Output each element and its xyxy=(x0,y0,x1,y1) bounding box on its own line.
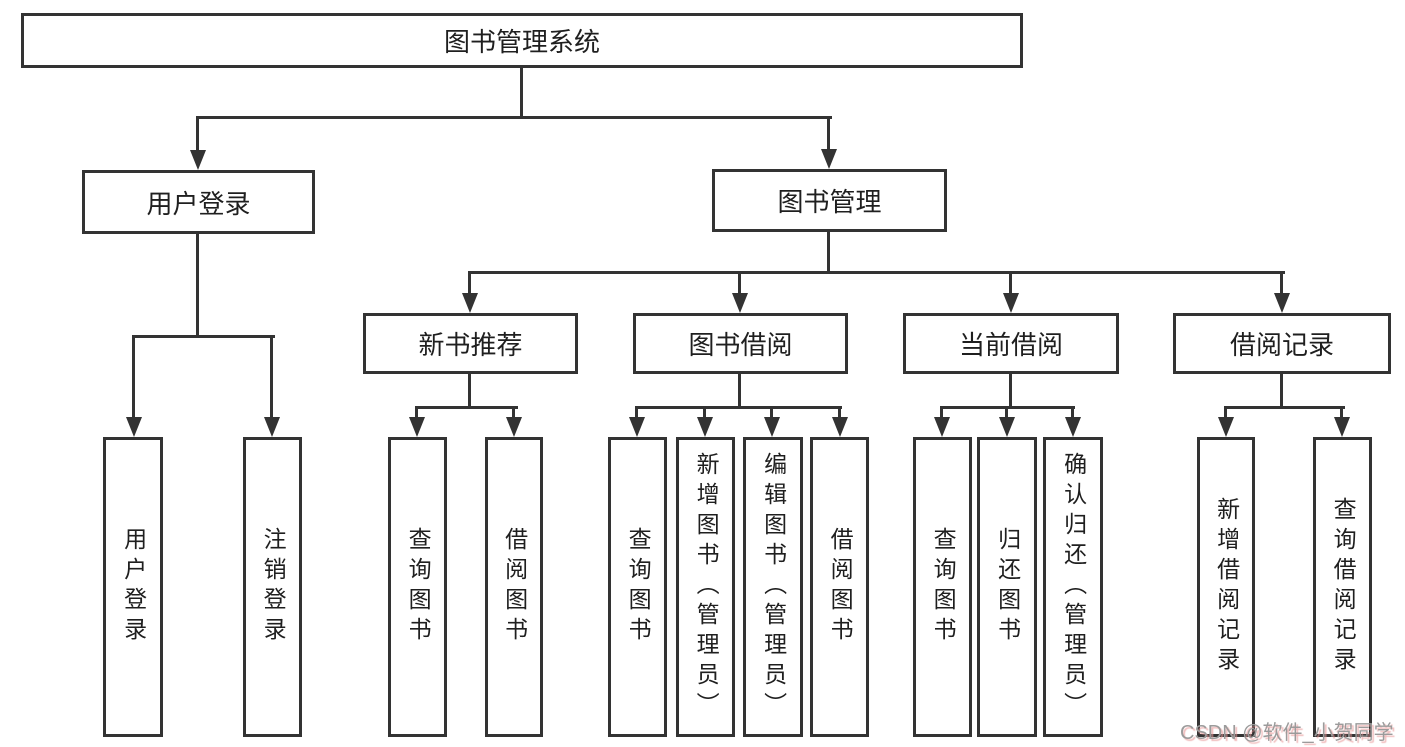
leaf-query-books: 查询图书 xyxy=(388,437,447,737)
leaf-add-books-admin: 新增图书（管理员） xyxy=(676,437,735,737)
arrow-down-icon xyxy=(190,150,206,170)
arrow-down-icon xyxy=(629,417,645,437)
connector-drop-leaf xyxy=(940,406,943,420)
node-book-borrowing: 图书借阅 xyxy=(633,313,848,374)
connector-drop-leaf xyxy=(270,335,273,418)
node-borrowing-records: 借阅记录 xyxy=(1173,313,1391,374)
leaf-confirm-return-admin: 确认归还（管理员） xyxy=(1043,437,1103,737)
arrow-down-icon xyxy=(506,417,522,437)
arrow-down-icon xyxy=(126,417,142,437)
connector-drop-group xyxy=(1009,271,1012,296)
leaf-return-books: 归还图书 xyxy=(977,437,1037,737)
leaf-label: 查询借阅记录 xyxy=(1330,497,1357,677)
leaf-label: 新增图书（管理员） xyxy=(693,452,720,722)
leaf-label: 查询图书 xyxy=(625,527,652,647)
leaf-label: 用户登录 xyxy=(120,527,147,647)
leaf-label: 编辑图书（管理员） xyxy=(760,452,787,722)
connector-drop-leaf xyxy=(1005,406,1008,420)
connector-book-mgmt-stem xyxy=(827,232,830,274)
leaf-logout: 注销登录 xyxy=(243,437,302,737)
connector-drop-group xyxy=(1280,271,1283,296)
connector-drop-user-login xyxy=(196,116,199,152)
connector-drop-leaf xyxy=(770,406,773,420)
leaf-edit-books-admin: 编辑图书（管理员） xyxy=(743,437,803,737)
connector-drop-leaf xyxy=(635,406,638,420)
connector-user-login-stem xyxy=(196,234,199,337)
connector-drop-leaf xyxy=(838,406,841,420)
connector-group-stem xyxy=(468,374,471,408)
leaf-label: 注销登录 xyxy=(260,527,287,647)
connector-group-stem xyxy=(738,374,741,408)
leaf-query-books: 查询图书 xyxy=(913,437,972,737)
arrow-down-icon xyxy=(832,417,848,437)
leaf-label: 新增借阅记录 xyxy=(1213,497,1240,677)
connector-group-rail xyxy=(635,406,842,409)
connector-group-rail xyxy=(1224,406,1345,409)
leaf-label: 查询图书 xyxy=(930,527,957,647)
arrow-down-icon xyxy=(934,417,950,437)
arrow-down-icon xyxy=(1218,417,1234,437)
arrow-down-icon xyxy=(462,293,478,313)
connector-drop-group xyxy=(468,271,471,296)
connector-drop-book-mgmt xyxy=(827,116,830,151)
connector-drop-leaf xyxy=(512,406,515,420)
arrow-down-icon xyxy=(409,417,425,437)
leaf-add-borrow-record: 新增借阅记录 xyxy=(1197,437,1255,737)
connector-user-login-rail xyxy=(132,335,275,338)
leaf-user-login: 用户登录 xyxy=(103,437,163,737)
leaf-label: 确认归还（管理员） xyxy=(1060,452,1087,722)
arrow-down-icon xyxy=(1334,417,1350,437)
node-label: 图书管理系统 xyxy=(443,27,600,57)
node-label: 图书管理 xyxy=(777,187,882,217)
connector-drop-leaf xyxy=(415,406,418,420)
connector-drop-leaf xyxy=(132,335,135,418)
leaf-query-borrow-record: 查询借阅记录 xyxy=(1313,437,1372,737)
csdn-watermark: CSDN @软件_小贺同学 xyxy=(1180,722,1394,744)
connector-drop-leaf xyxy=(1071,406,1074,420)
arrow-down-icon xyxy=(697,417,713,437)
leaf-borrow-books: 借阅图书 xyxy=(485,437,543,737)
node-new-book-recommend: 新书推荐 xyxy=(363,313,578,374)
node-label: 当前借阅 xyxy=(958,330,1063,360)
node-label: 借阅记录 xyxy=(1229,330,1334,360)
leaf-label: 借阅图书 xyxy=(501,527,528,647)
connector-drop-leaf xyxy=(1224,406,1227,420)
connector-drop-leaf xyxy=(1340,406,1343,420)
connector-group-rail xyxy=(415,406,518,409)
connector-level2-rail xyxy=(196,116,832,119)
leaf-label: 借阅图书 xyxy=(827,527,854,647)
connector-group-stem xyxy=(1009,374,1012,408)
node-label: 图书借阅 xyxy=(688,330,793,360)
node-label: 新书推荐 xyxy=(418,330,523,360)
leaf-label: 归还图书 xyxy=(994,527,1021,647)
connector-root-stem xyxy=(520,68,523,118)
arrow-down-icon xyxy=(1274,293,1290,313)
connector-drop-group xyxy=(738,271,741,296)
arrow-down-icon xyxy=(732,293,748,313)
leaf-label: 查询图书 xyxy=(405,527,432,647)
node-book-management: 图书管理 xyxy=(712,169,947,232)
arrow-down-icon xyxy=(1065,417,1081,437)
arrow-down-icon xyxy=(264,417,280,437)
node-label: 用户登录 xyxy=(146,188,251,219)
arrow-down-icon xyxy=(999,417,1015,437)
node-user-login: 用户登录 xyxy=(82,170,315,234)
connector-group-stem xyxy=(1280,374,1283,408)
node-library-system: 图书管理系统 xyxy=(21,13,1023,68)
leaf-query-books: 查询图书 xyxy=(608,437,667,737)
connector-drop-leaf xyxy=(703,406,706,420)
leaf-borrow-books: 借阅图书 xyxy=(810,437,869,737)
node-current-borrowing: 当前借阅 xyxy=(903,313,1119,374)
arrow-down-icon xyxy=(1003,293,1019,313)
arrow-down-icon xyxy=(764,417,780,437)
arrow-down-icon xyxy=(821,149,837,169)
connector-level3-rail xyxy=(468,271,1285,274)
